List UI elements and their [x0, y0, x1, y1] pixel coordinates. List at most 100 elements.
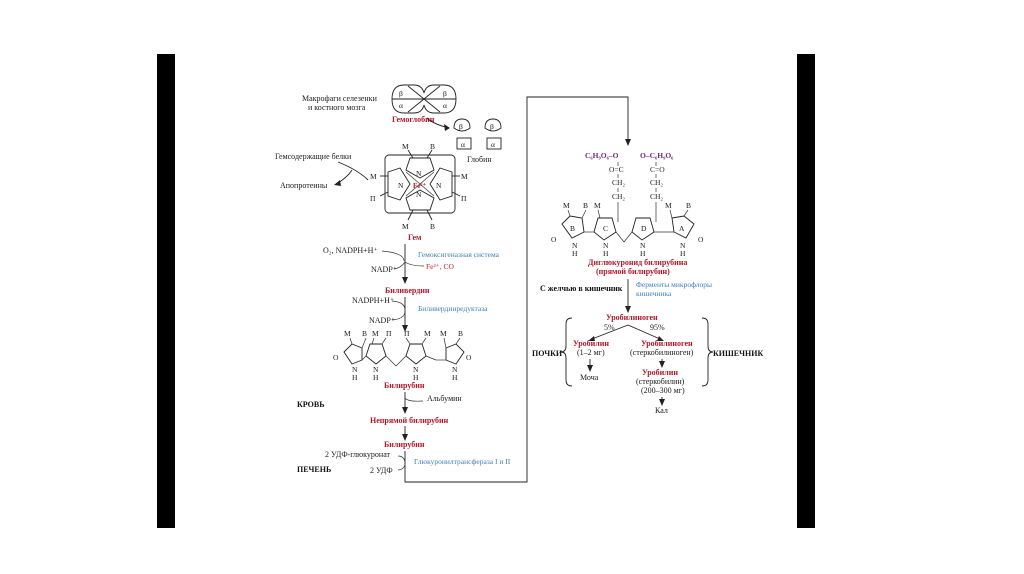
urobilinogen-2-label: Уробилиноген — [641, 339, 693, 348]
bili-n-4: N — [452, 365, 458, 374]
macrophages-label-line2: и костного мозга — [308, 103, 366, 112]
chain-1: CH₂ — [612, 178, 625, 187]
hemoglobin-tetramer-icon: β β α α — [391, 84, 457, 114]
globin-subunits-icon: β β α α — [453, 118, 502, 150]
hb-subunit-alpha-2: α — [443, 101, 447, 110]
pct-5-label: 5% — [604, 323, 615, 332]
bili-sub-4: П — [386, 329, 392, 338]
digluc-sub-1: М — [563, 201, 570, 210]
bili-n-2: N — [373, 365, 379, 374]
glucuronide-right: O–C₆H₉O₆ — [640, 151, 674, 160]
heme-sub-5: П — [370, 194, 376, 203]
bilirubin-label-2: Билирубин — [384, 440, 425, 449]
ring-c: С — [603, 224, 608, 233]
biliverdin-reductase-label: Биливердинредуктаза — [418, 304, 488, 313]
bili-h-1: H — [352, 373, 358, 382]
bili-o-left: O — [333, 353, 339, 362]
connector-to-intestine — [404, 96, 629, 483]
digluc-o-right: O — [698, 235, 704, 244]
hb-subunit-beta-2: β — [443, 89, 447, 98]
chain-3: CH₂ — [612, 192, 625, 201]
nadph-label-2: NADPH+H⁺ — [352, 296, 394, 305]
left-brace — [560, 317, 573, 387]
digluc-n-3: N — [640, 241, 646, 250]
liver-label: ПЕЧЕНЬ — [297, 465, 331, 474]
heme-sub-6: П — [461, 194, 467, 203]
ring-d: D — [641, 224, 647, 233]
bili-o-right: O — [466, 353, 472, 362]
heme-n-left: N — [398, 181, 404, 190]
urobilin-amount-label: (1–2 мг) — [577, 348, 605, 357]
heme-n-bottom: N — [416, 190, 422, 199]
carbonyl-left: O=C — [609, 165, 624, 174]
bilirubin-structure: М В М П П М М В O N H N H N H N H O — [333, 329, 472, 382]
biliverdin-label: Биливердин — [385, 286, 430, 295]
ring-b: В — [570, 224, 575, 233]
bili-sub-8: В — [458, 329, 463, 338]
heme-sub-7: М — [402, 222, 409, 231]
o2-nadph-label: O₂, NADPH+H⁺ — [323, 246, 378, 255]
intestine-label: КИШЕЧНИК — [713, 349, 763, 358]
udp-label: 2 УДФ — [370, 466, 393, 475]
digluc-h-3: H — [640, 249, 646, 258]
with-bile-label: С желчью в кишечник — [540, 284, 623, 293]
fe-co-label: Fe²⁺, CO — [426, 262, 454, 271]
digluc-sub-2: В — [583, 201, 588, 210]
hemoglobin-label: Гемоглобин — [392, 115, 435, 124]
digluc-n-1: N — [572, 241, 578, 250]
heme-iron: Fe²⁺ — [413, 182, 426, 190]
bili-sub-7: М — [440, 329, 447, 338]
heme-proteins-label: Гемсодержащие белки — [275, 152, 352, 161]
globin-beta-2: β — [490, 122, 494, 131]
bili-h-2: H — [373, 373, 379, 382]
left-black-bar — [157, 54, 175, 528]
ring-a: A — [679, 224, 685, 233]
heme-sub-4: М — [461, 172, 468, 181]
heme-sub-1: М — [402, 142, 409, 151]
macrophages-label-line1: Макрофаги селезенки — [302, 94, 378, 103]
nadp-label-2: NADP⁺ — [369, 316, 395, 325]
digluc-h-4: H — [680, 249, 686, 258]
bili-h-3: H — [413, 373, 419, 382]
feces-label: Кал — [655, 406, 668, 415]
globin-beta-1: β — [459, 122, 463, 131]
albumin-label: Альбумин — [427, 394, 462, 403]
digluc-o-left: O — [551, 235, 557, 244]
stercobilin-label: (стеркобилин) — [636, 377, 685, 386]
bilirubin-label-1: Билирубин — [384, 381, 425, 390]
diglucuronide-structure: C₆H₉O₆–O O–C₆H₉O₆ O=C C=O CH₂ CH₂ CH₂ CH… — [551, 151, 704, 258]
stercobilinogen-label: (стеркобилиноген) — [630, 348, 694, 357]
kidneys-label: ПОЧКИ — [532, 349, 563, 358]
digluc-n-4: N — [680, 241, 686, 250]
chain-4: CH₂ — [650, 192, 663, 201]
microflora-label-line2: кишечника — [636, 289, 672, 298]
apoproteins-label: Апопротеины — [280, 181, 328, 190]
nadp-label-1: NADP⁺ — [371, 265, 397, 274]
bili-n-3: N — [413, 365, 419, 374]
globin-alpha-2: α — [491, 140, 495, 149]
digluc-sub-5: В — [686, 201, 691, 210]
heme-sub-3: М — [370, 172, 377, 181]
glucuronyltransferase-label: Глюкуронилтрансфераза I и II — [414, 457, 511, 466]
bili-h-4: H — [452, 373, 458, 382]
digluc-n-2: N — [603, 241, 609, 250]
heme-label: Гем — [408, 233, 422, 242]
glucuronide-left: C₆H₉O₆–O — [585, 151, 619, 160]
microflora-label-line1: Ферменты микрофлоры — [636, 280, 712, 289]
bili-n-1: N — [352, 365, 358, 374]
digluc-sub-3: М — [594, 201, 601, 210]
heme-structure: М В М М П П М В N N N N Fe²⁺ — [370, 142, 468, 231]
bili-sub-3: М — [372, 329, 379, 338]
digluc-h-2: H — [603, 249, 609, 258]
hb-subunit-alpha-1: α — [399, 101, 403, 110]
bili-sub-2: В — [362, 329, 367, 338]
urobilin-right-label: Уробилин — [642, 368, 678, 377]
globin-label: Глобин — [467, 155, 492, 164]
heme-sub-8: В — [430, 222, 435, 231]
indirect-bilirubin-label: Непрямой билирубин — [370, 416, 449, 425]
digluc-sub-4: М — [665, 201, 672, 210]
carbonyl-right: C=O — [650, 165, 665, 174]
hb-subunit-beta-1: β — [399, 89, 403, 98]
pct-95-label: 95% — [650, 323, 665, 332]
